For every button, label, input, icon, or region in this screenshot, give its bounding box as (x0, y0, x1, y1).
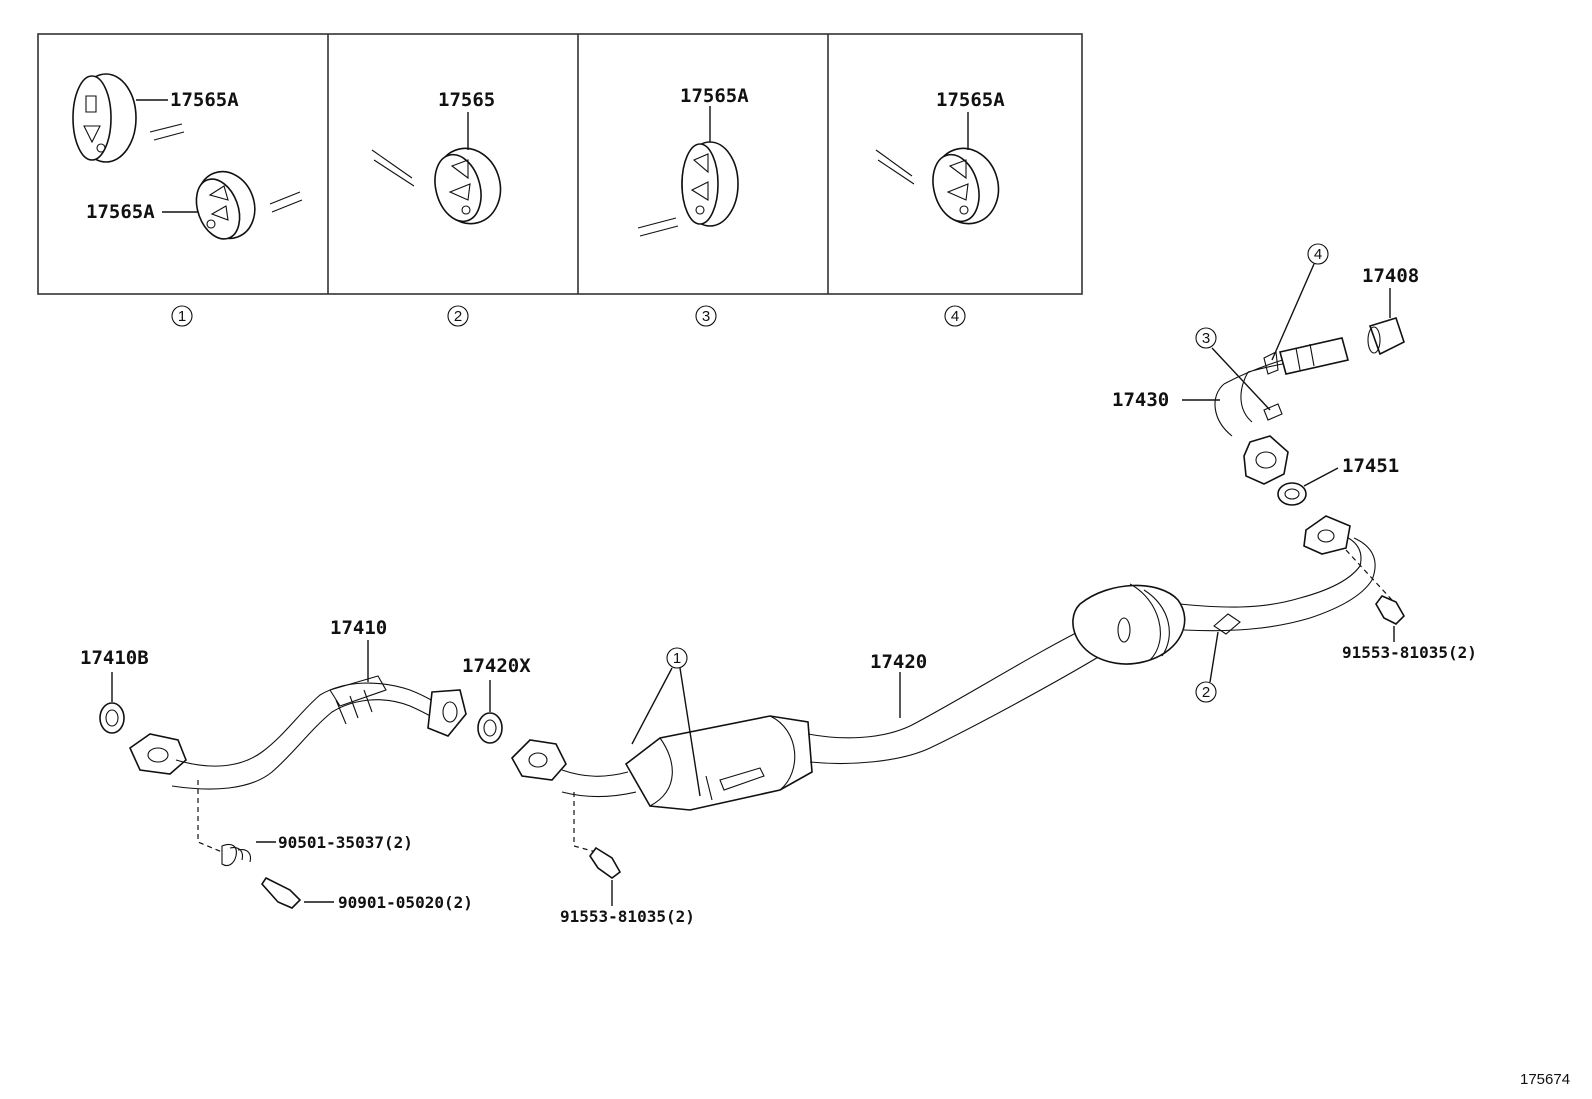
bolt-icon (589, 846, 622, 879)
figure-id: 175674 (1520, 1071, 1570, 1088)
label-17410B: 17410B (80, 647, 149, 669)
hanger-icon (932, 147, 1000, 225)
inset-1-label-a: 17565A (170, 89, 239, 111)
inset-4-number: 4 (951, 308, 959, 325)
label-17408: 17408 (1362, 265, 1419, 287)
flange-icon (128, 733, 187, 775)
inset-panels (37, 33, 1083, 295)
inset-3: 17565A (637, 85, 749, 237)
callout-3: 3 (1202, 330, 1210, 347)
pipe-stub (371, 149, 415, 187)
inset-1: 17565A 17565A (72, 73, 303, 240)
gasket-17410B-icon (99, 702, 125, 734)
catalytic-converter-icon (624, 715, 813, 811)
pipe-stub (269, 191, 303, 213)
label-90501: 90501-35037(2) (278, 833, 413, 852)
label-17420: 17420 (870, 651, 927, 673)
label-17430: 17430 (1112, 389, 1169, 411)
flange-icon (1303, 515, 1351, 555)
callout-2: 2 (1202, 684, 1210, 701)
inset-numbers: 1 2 3 4 (171, 305, 966, 327)
tail-pipe-17430: 17430 17408 17451 (1112, 265, 1419, 506)
inset-2-label: 17565 (438, 89, 495, 111)
inset-1-number: 1 (178, 308, 186, 325)
gasket-17420X-icon (477, 712, 503, 744)
callout-4: 4 (1314, 246, 1322, 263)
tail-pipe-tip-icon (1279, 337, 1349, 375)
inset-4-label: 17565A (936, 89, 1005, 111)
inset-2: 17565 (371, 89, 502, 225)
label-17451: 17451 (1342, 455, 1399, 477)
inset-3-number: 3 (702, 308, 710, 325)
bolt-icon (260, 876, 302, 909)
callout-1: 1 (673, 650, 681, 667)
hanger-icon (72, 73, 137, 163)
inset-4: 17565A (875, 89, 1005, 225)
callouts: 1 2 3 4 (631, 243, 1329, 797)
label-17420X: 17420X (462, 655, 531, 677)
inset-1-label-b: 17565A (86, 201, 155, 223)
hanger-icon (681, 141, 739, 227)
muffler-icon (1072, 584, 1186, 665)
hanger-icon (195, 170, 256, 240)
inset-2-number: 2 (454, 308, 462, 325)
inset-3-label: 17565A (680, 85, 749, 107)
label-17410: 17410 (330, 617, 387, 639)
front-pipe-17410: 17410B 17410 90501-35037(2) 90901-05020(… (80, 617, 473, 912)
center-pipe-17420: 17420X 17420 91553-81035(2) 91553-81035(… (462, 515, 1477, 926)
label-90901: 90901-05020(2) (338, 893, 473, 912)
label-91553-front: 91553-81035(2) (560, 907, 695, 926)
label-91553-rear: 91553-81035(2) (1342, 643, 1477, 662)
tail-cover-17408-icon (1368, 317, 1405, 356)
hanger-icon (434, 147, 502, 225)
bolt-icon (1375, 595, 1405, 625)
pipe-stub (875, 149, 915, 185)
flange-icon (427, 689, 467, 737)
pipe-stub (637, 217, 679, 237)
flange-icon (511, 739, 567, 781)
pipe-stub (149, 123, 185, 141)
flange-icon (1243, 435, 1289, 485)
spring-icon (221, 843, 252, 867)
gasket-17451-icon (1277, 482, 1307, 506)
